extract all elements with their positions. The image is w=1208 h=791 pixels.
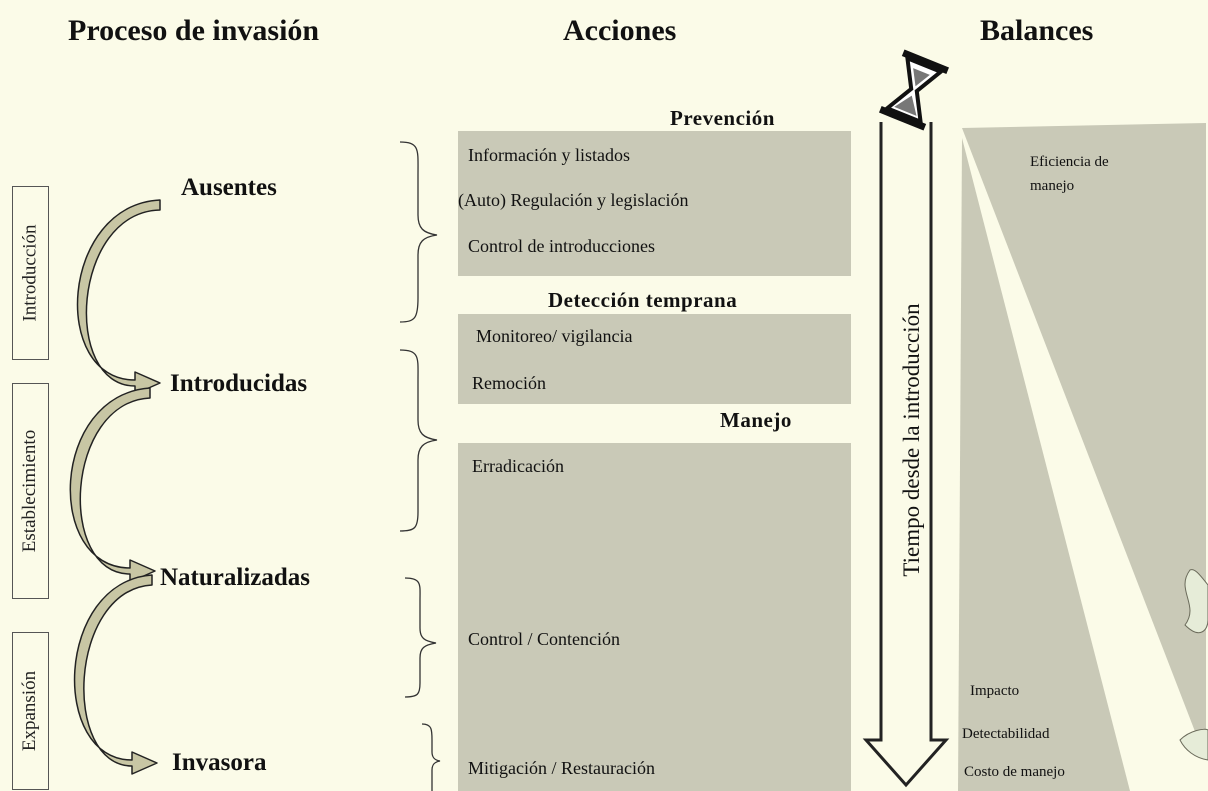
stage-introducidas: Introducidas	[170, 370, 308, 397]
balance-impact: Impacto	[970, 683, 1020, 699]
phase-establishment-label: Establecimiento	[19, 429, 41, 553]
arrow-expansion	[73, 574, 158, 775]
stage-arrows	[69, 199, 161, 775]
balance-cost: Costo de manejo	[964, 764, 1065, 780]
action-control-introducciones: Control de introducciones	[468, 236, 655, 256]
section-prevention: Prevención	[670, 106, 775, 130]
action-control-contencion: Control / Contención	[468, 629, 620, 649]
hourglass-icon	[879, 49, 949, 131]
action-erradicacion: Erradicación	[472, 456, 564, 476]
balance-efficiency-line1: Eficiencia de	[1030, 154, 1109, 170]
arrow-establishment	[69, 387, 156, 583]
leaf-decoration	[1184, 569, 1208, 634]
balance-detectability: Detectabilidad	[962, 726, 1050, 742]
section-early-detection: Detección temprana	[548, 288, 738, 312]
impact-wedge	[958, 138, 1130, 791]
brackets	[399, 141, 441, 791]
time-arrow	[862, 122, 950, 788]
action-monitoreo: Monitoreo/ vigilancia	[476, 326, 633, 346]
header-actions: Acciones	[563, 14, 677, 47]
early-detection-panel	[458, 314, 851, 404]
efficiency-wedge	[962, 123, 1206, 760]
section-management: Manejo	[720, 408, 792, 432]
phase-establishment: Establecimiento	[12, 383, 49, 599]
arrow-introduction	[76, 199, 161, 395]
action-info-listados: Información y listados	[468, 145, 630, 165]
action-remocion: Remoción	[472, 373, 546, 393]
time-axis-label: Tiempo desde la introducción	[899, 303, 924, 577]
phase-introduction: Introducción	[12, 186, 49, 360]
leaf-decoration-2	[1179, 728, 1208, 761]
action-regulacion: (Auto) Regulación y legislación	[458, 190, 689, 210]
phase-expansion-label: Expansión	[19, 670, 41, 752]
prevention-panel	[458, 131, 851, 276]
balance-efficiency-line2: manejo	[1030, 178, 1075, 194]
phase-expansion: Expansión	[12, 632, 49, 790]
action-mitigacion: Mitigación / Restauración	[468, 758, 655, 778]
management-panel	[458, 443, 851, 791]
stage-ausentes: Ausentes	[181, 174, 277, 201]
stage-invasora: Invasora	[172, 749, 267, 776]
header-balances: Balances	[980, 14, 1094, 47]
stage-naturalizadas: Naturalizadas	[160, 564, 310, 591]
header-process: Proceso de invasión	[68, 14, 320, 47]
phase-introduction-label: Introducción	[19, 224, 41, 322]
